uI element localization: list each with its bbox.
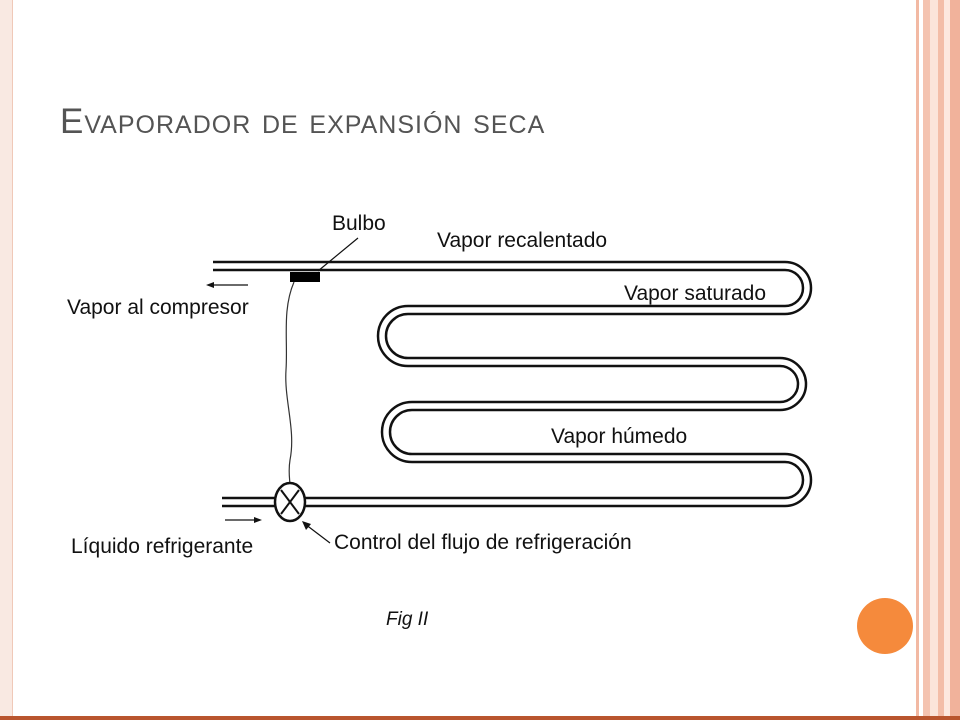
bulb-leader-line	[317, 237, 359, 272]
control-leader-arrow	[302, 521, 331, 544]
arrow-left-icon	[206, 282, 248, 288]
right-frame-stripes	[916, 0, 960, 716]
evaporator-tube-outer	[213, 260, 813, 508]
capillary-line	[285, 281, 295, 487]
label-vapor-recalentado: Vapor recalentado	[437, 229, 607, 252]
bulb-sensor	[290, 272, 320, 282]
label-vapor-humedo: Vapor húmedo	[551, 425, 687, 448]
evaporator-tube-inner	[213, 268, 805, 500]
figure-caption: Fig II	[386, 609, 429, 630]
label-vapor-al-compresor: Vapor al compresor	[67, 296, 249, 319]
label-bulbo: Bulbo	[332, 212, 386, 235]
label-liquido-refrigerante: Líquido refrigerante	[71, 535, 253, 558]
left-frame-border	[0, 0, 13, 716]
expansion-valve	[273, 481, 307, 523]
slide-title: Evaporador de expansión seca	[60, 102, 546, 141]
arrow-right-icon	[225, 517, 262, 523]
label-vapor-saturado: Vapor saturado	[624, 282, 766, 305]
bottom-bar	[0, 716, 960, 720]
label-control-flujo: Control del flujo de refrigeración	[334, 531, 632, 554]
accent-circle	[857, 598, 913, 654]
